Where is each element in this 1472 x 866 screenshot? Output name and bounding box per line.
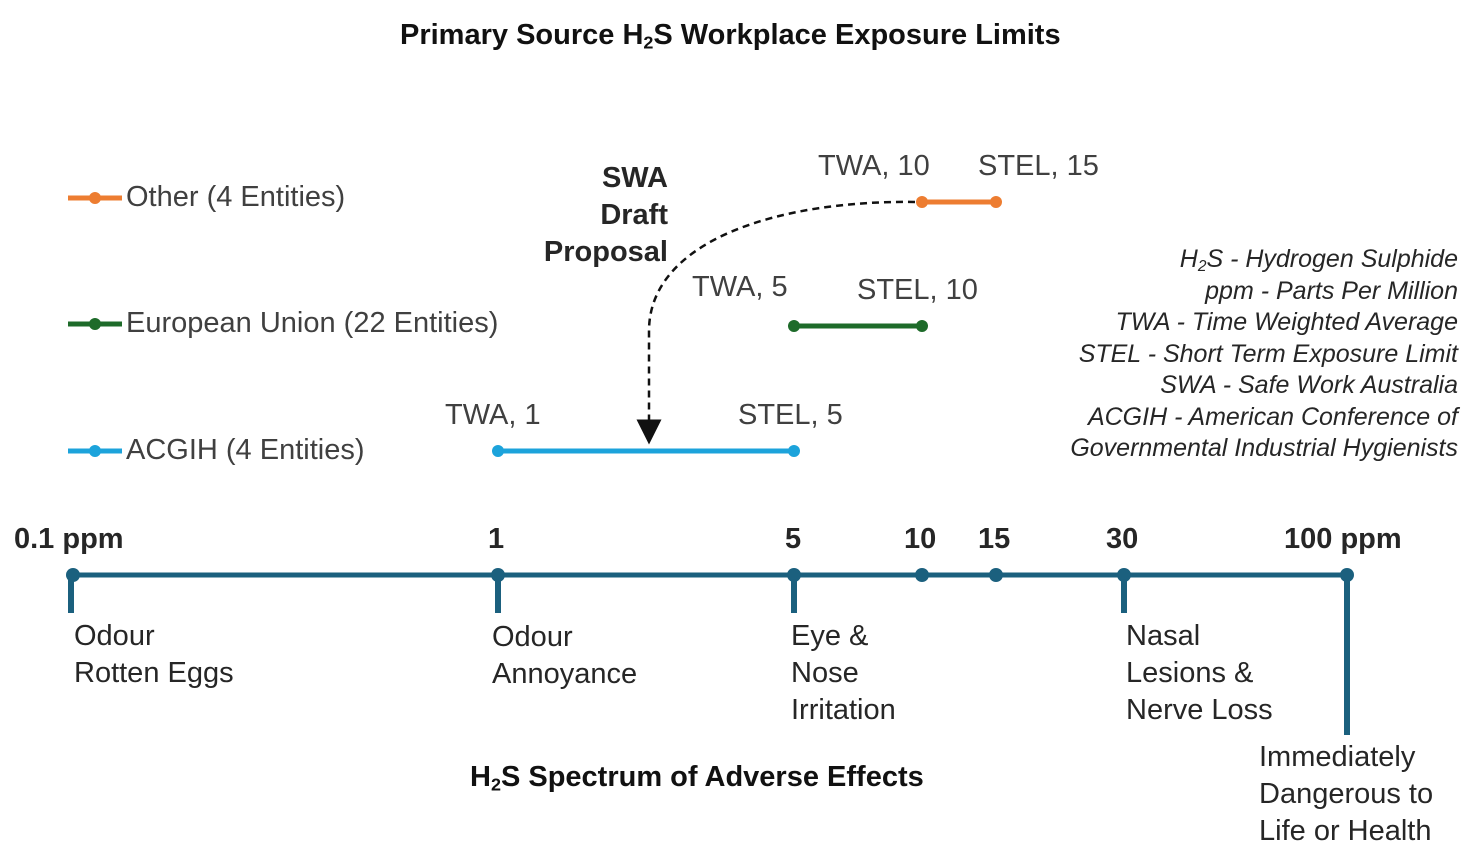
stel-label-eu: STEL, 10 <box>857 274 978 306</box>
tick-label-10: 10 <box>904 523 937 555</box>
effect-odour-rotten-eggs: Odour Rotten Eggs <box>74 618 234 692</box>
glossary-h2s-prefix: H <box>1179 245 1198 273</box>
title-suffix: S Workplace Exposure Limits <box>653 19 1061 51</box>
effect-line: Irritation <box>791 693 896 726</box>
title-subscript: 2 <box>643 32 654 53</box>
stel-label-acgih: STEL, 5 <box>738 399 843 431</box>
effect-line: Life or Health <box>1259 814 1432 847</box>
effect-odour-annoyance: Odour Annoyance <box>492 619 637 693</box>
swa-line-2: Draft <box>600 198 668 231</box>
effect-idlh: Immediately Dangerous to Life or Health <box>1259 739 1433 849</box>
effect-stems <box>68 575 1350 735</box>
legend-label-acgih: ACGIH (4 Entities) <box>126 434 365 466</box>
effect-line: Nasal <box>1126 620 1201 652</box>
glossary: H2S - Hydrogen Sulphide ppm - Parts Per … <box>1070 244 1458 465</box>
stel-label-other: STEL, 15 <box>978 150 1099 182</box>
swa-line-1: SWA <box>601 162 668 194</box>
spectrum-title-sub: 2 <box>490 774 501 795</box>
twa-label-eu: TWA, 5 <box>692 271 788 303</box>
glossary-item-stel: STEL - Short Term Exposure Limit <box>1078 339 1458 368</box>
effect-eye-nose-irritation: Eye & Nose Irritation <box>791 618 896 728</box>
limit-range-acgih <box>492 445 800 457</box>
effect-line: Odour <box>492 621 573 653</box>
legend-marker-acgih <box>68 445 122 457</box>
axis-tick-dot <box>915 568 929 582</box>
tick-label-0-1: 0.1 ppm <box>14 523 124 555</box>
effect-line: Eye & <box>791 620 869 652</box>
spectrum-title-prefix: H <box>470 761 491 793</box>
legend-marker-other <box>68 192 122 204</box>
axis-tick-dot <box>989 568 1003 582</box>
effect-line: Annoyance <box>492 657 638 690</box>
glossary-item-h2s: H2S - Hydrogen Sulphide <box>1070 244 1458 276</box>
spectrum-title-suffix: S Spectrum of Adverse Effects <box>500 761 924 793</box>
glossary-item-acgih-1: ACGIH - American Conference of <box>1087 402 1458 431</box>
effect-line: Rotten Eggs <box>74 656 234 689</box>
tick-label-15: 15 <box>978 523 1011 555</box>
glossary-item-ppm: ppm - Parts Per Million <box>1205 276 1458 305</box>
effect-line: Lesions & <box>1126 656 1254 689</box>
effect-line: Nose <box>791 656 859 689</box>
diagram-title: Primary Source H2S Workplace Exposure Li… <box>400 19 1061 53</box>
tick-label-100: 100 ppm <box>1284 523 1402 555</box>
swa-proposal-label: SWA Draft Proposal <box>544 160 668 270</box>
tick-label-30: 30 <box>1106 523 1139 555</box>
effect-line: Nerve Loss <box>1126 693 1273 726</box>
title-prefix: Primary Source H <box>400 19 644 51</box>
twa-label-acgih: TWA, 1 <box>445 399 541 431</box>
effect-line: Immediately <box>1259 741 1416 773</box>
swa-line-3: Proposal <box>543 235 668 268</box>
legend-label-other: Other (4 Entities) <box>126 181 346 213</box>
tick-label-5: 5 <box>785 523 802 555</box>
glossary-h2s-suffix: S - Hydrogen Sulphide <box>1206 245 1458 273</box>
glossary-item-twa: TWA - Time Weighted Average <box>1115 308 1458 336</box>
legend-label-eu: European Union (22 Entities) <box>126 307 499 339</box>
swa-proposal-arrow <box>636 200 916 445</box>
tick-label-1: 1 <box>488 523 505 555</box>
glossary-item-acgih-2: Governmental Industrial Hygienists <box>1070 434 1458 462</box>
effect-line: Dangerous to <box>1259 777 1434 810</box>
limit-range-other <box>916 196 1002 208</box>
effect-line: Odour <box>74 620 155 652</box>
limit-range-eu <box>788 320 928 332</box>
glossary-item-swa: SWA - Safe Work Australia <box>1160 371 1458 399</box>
spectrum-title: H2S Spectrum of Adverse Effects <box>470 761 924 795</box>
legend-marker-eu <box>68 318 122 330</box>
twa-label-other: TWA, 10 <box>818 150 930 182</box>
glossary-h2s-sub: 2 <box>1197 257 1207 275</box>
effect-nasal-lesions: Nasal Lesions & Nerve Loss <box>1126 618 1273 728</box>
